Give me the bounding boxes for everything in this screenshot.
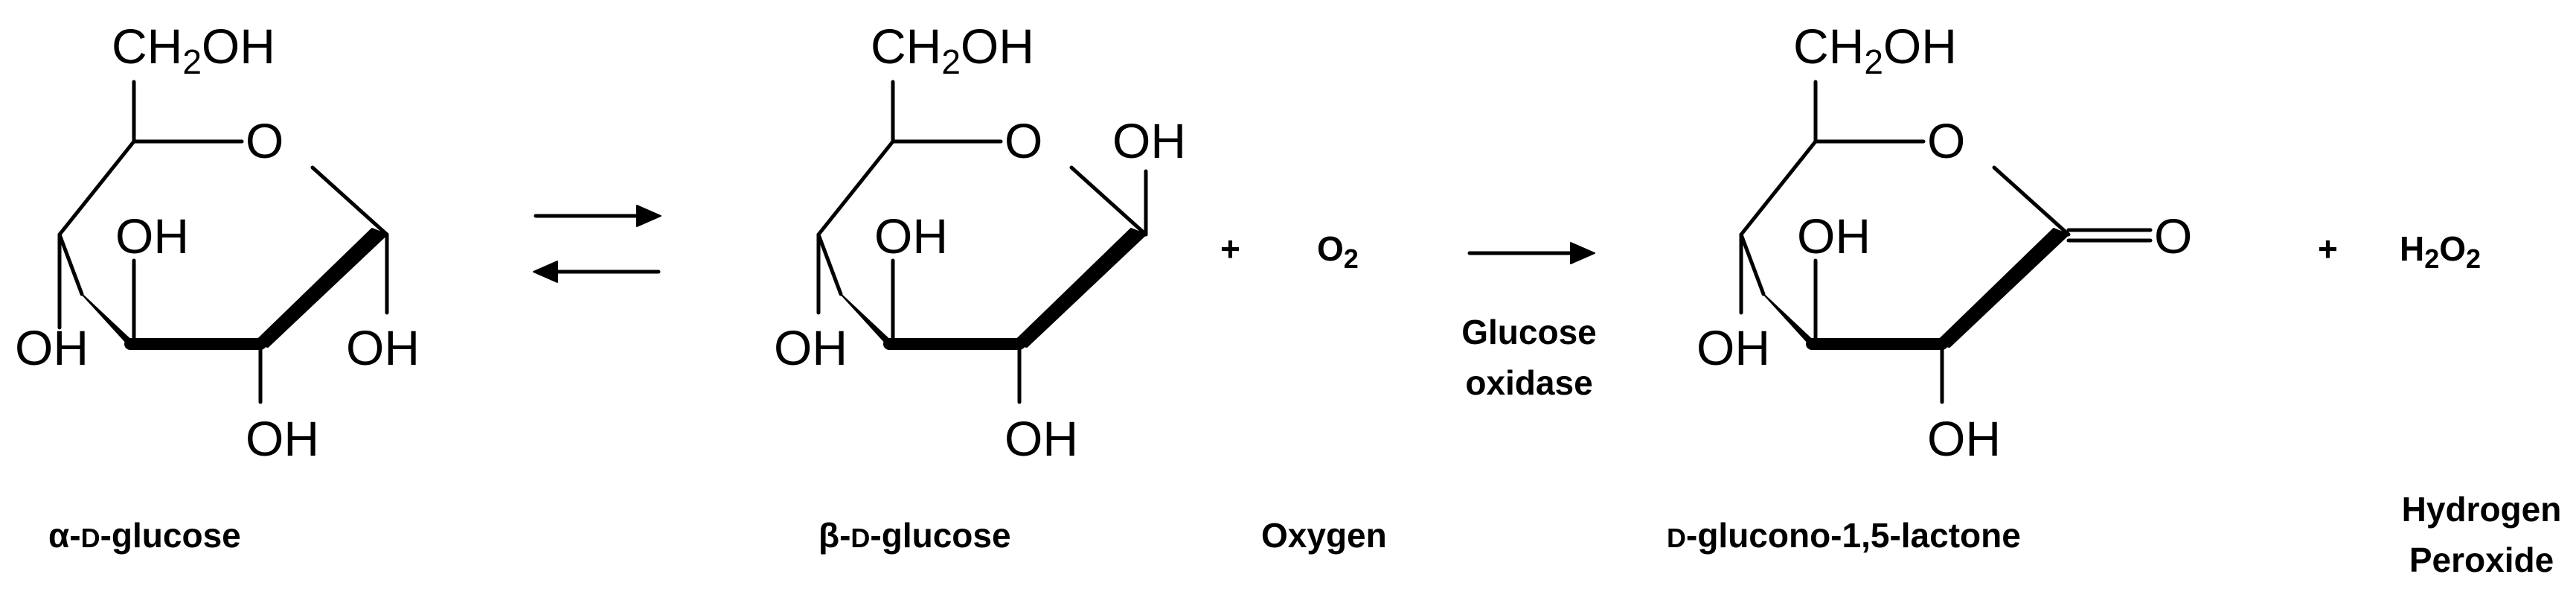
compound-name-hydrogen-peroxide-line1: Hydrogen — [2402, 490, 2562, 529]
lactone-oh-c2: OH — [1927, 411, 2001, 466]
compound-name-oxygen: Oxygen — [1261, 516, 1387, 555]
alpha-oh-c2: OH — [246, 411, 319, 466]
compound-name-alpha-d-glucose: α-D-glucose — [48, 516, 241, 555]
beta-oh-c2: OH — [1005, 411, 1078, 466]
plus-sign-2: + — [2318, 229, 2338, 268]
lactone-oh-c4: OH — [1696, 320, 1770, 375]
alpha-d-glucose-structure: CH2OH O OH OH OH OH — [15, 19, 420, 466]
hydrogen-peroxide-formula: H2O2 — [2400, 229, 2481, 274]
oxygen-formula: O2 — [1317, 229, 1359, 274]
compound-name-lactone: D-glucono-1,5-lactone — [1667, 516, 2021, 555]
alpha-oh-c4: OH — [15, 320, 89, 375]
enzyme-name-line2: oxidase — [1465, 363, 1592, 402]
beta-ch2oh-label: CH2OH — [871, 19, 1034, 81]
compound-name-beta-d-glucose: β-D-glucose — [818, 516, 1011, 555]
beta-d-glucose-structure: CH2OH O OH OH OH OH — [774, 19, 1186, 466]
alpha-ring-oxygen: O — [246, 113, 283, 168]
beta-oh-c1: OH — [1112, 113, 1186, 168]
beta-oh-c4: OH — [774, 320, 848, 375]
alpha-oh-c3: OH — [115, 208, 189, 264]
compound-name-hydrogen-peroxide-line2: Peroxide — [2409, 541, 2554, 579]
alpha-oh-c1: OH — [346, 320, 420, 375]
reaction-arrow — [1467, 242, 1595, 264]
equilibrium-arrows — [533, 205, 661, 283]
plus-sign-1: + — [1220, 229, 1240, 268]
lactone-ch2oh-label: CH2OH — [1793, 19, 1957, 81]
lactone-carbonyl-oxygen: O — [2154, 208, 2192, 264]
lactone-oh-c3: OH — [1797, 208, 1871, 264]
lactone-structure: CH2OH O O OH OH OH — [1696, 19, 2192, 466]
enzyme-name-line1: Glucose — [1461, 313, 1597, 351]
beta-oh-c3: OH — [874, 208, 948, 264]
lactone-ring-oxygen: O — [1927, 113, 1965, 168]
alpha-ch2oh-label: CH2OH — [112, 19, 275, 81]
beta-ring-oxygen: O — [1005, 113, 1042, 168]
